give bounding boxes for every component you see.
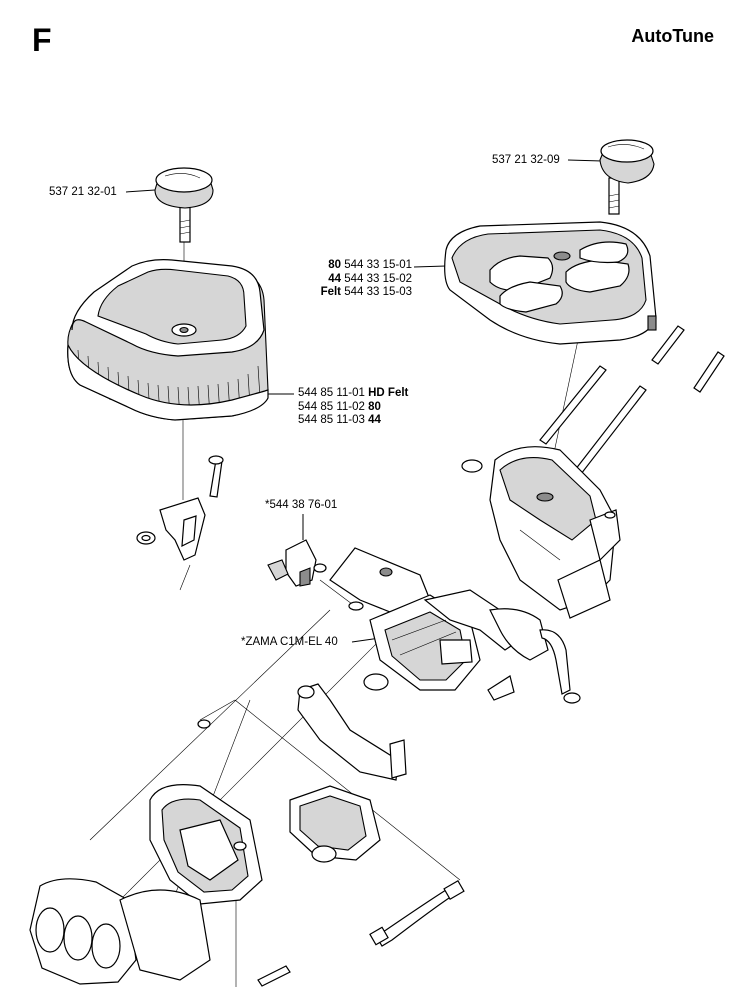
callout-cover: 80 544 33 15-01 44 544 33 15-02 Felt 544… <box>290 259 412 300</box>
leader-lines <box>125 159 603 643</box>
filter-cover <box>444 221 657 345</box>
carburetor <box>329 547 581 704</box>
intake-manifold <box>197 683 399 863</box>
right-cover-knob <box>599 139 655 215</box>
callout-filter-line: 544 85 11-02 80 <box>298 400 381 413</box>
callout-filter: 544 85 11-01 HD Felt 544 85 11-02 80 544… <box>298 387 408 428</box>
air-filter <box>67 259 269 421</box>
page-title: AutoTune <box>631 26 714 46</box>
callout-cover-line: 80 544 33 15-01 <box>328 259 412 271</box>
callout-filter-line: 544 85 11-03 44 <box>298 414 381 426</box>
left-filter-knob <box>154 167 214 243</box>
callout-knob-right: 537 21 32-09 <box>492 154 560 166</box>
sensor-part <box>267 539 327 587</box>
callout-sensor: *544 38 76-01 <box>265 499 338 511</box>
callout-carburetor: *ZAMA C1M-EL 40 <box>241 636 338 648</box>
long-bolts <box>208 325 725 987</box>
cylinder-intake <box>149 784 263 905</box>
callout-cover-line: Felt 544 33 15-03 <box>320 286 412 298</box>
hook-rod <box>389 739 407 779</box>
callout-filter-line: 544 85 11-01 HD Felt <box>298 387 409 399</box>
fuel-hose <box>369 879 465 947</box>
intake-flange <box>29 878 211 985</box>
section-letter: F <box>32 22 52 58</box>
filter-holder-bracket <box>136 497 206 561</box>
callout-cover-line: 44 544 33 15-02 <box>328 272 412 285</box>
intake-bracket <box>461 446 621 619</box>
callout-knob-left: 537 21 32-01 <box>49 186 117 198</box>
